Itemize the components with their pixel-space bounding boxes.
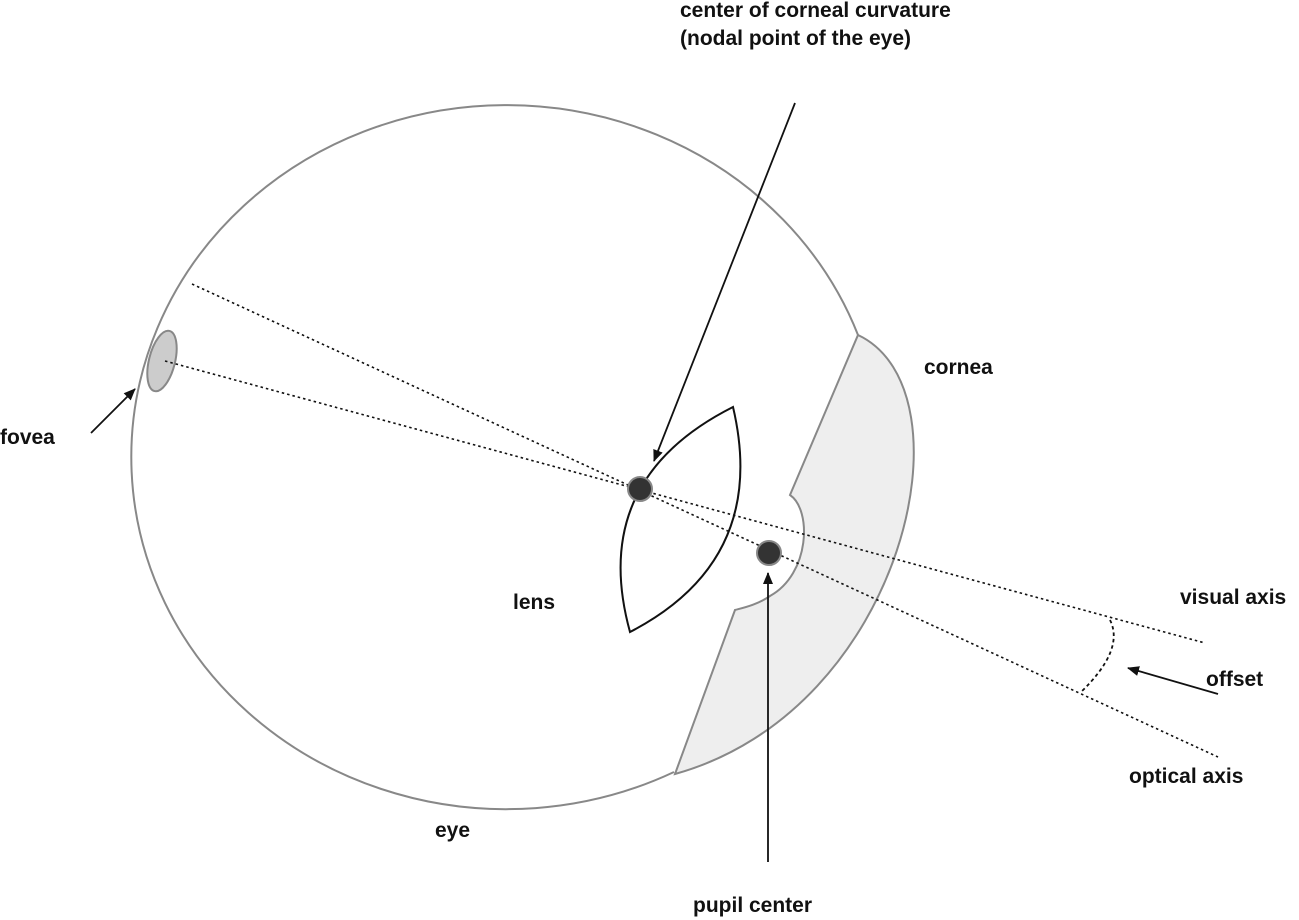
offset-arrow [1127,666,1219,695]
offset-angle-arc [1079,619,1115,694]
optical-axis-line [191,283,1219,758]
lens-shape [619,405,742,634]
visual-axis-line [164,360,1206,644]
corneal-center-point [627,476,653,502]
pupil-center-label: pupil center [693,894,813,917]
pupil-center-point [756,540,782,566]
corneal-center-arrow [653,102,796,462]
cornea-label: cornea [924,356,993,379]
fovea-label: fovea [0,426,55,449]
optical-axis-label: optical axis [1129,765,1244,788]
visual-axis-label: visual axis [1180,586,1287,609]
fovea-arrow [90,388,136,434]
corneal-center-label-line2: (nodal point of the eye) [680,27,911,50]
corneal-center-label-line1: center of corneal curvature [680,0,951,22]
eye-label: eye [435,819,471,842]
eyeball-outline [130,104,859,811]
fovea-spot [146,329,178,393]
lens-label: lens [513,591,556,614]
offset-label: offset [1206,668,1264,691]
cornea-region [673,333,915,776]
